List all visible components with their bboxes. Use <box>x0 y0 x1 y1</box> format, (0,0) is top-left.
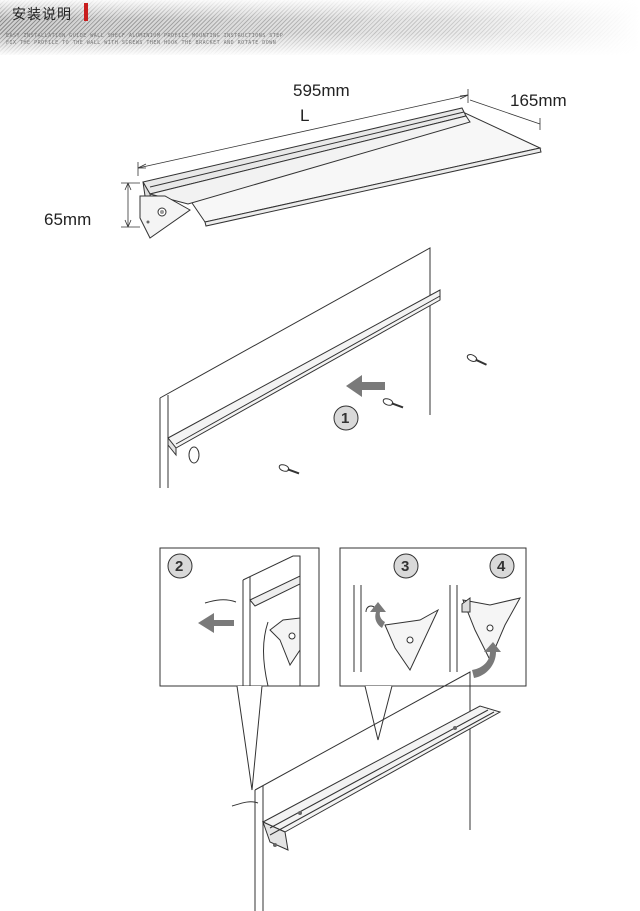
dimension-height: 65mm <box>44 210 91 229</box>
header-accent-bar <box>84 3 88 21</box>
dimension-length-symbol: L <box>300 106 309 125</box>
step-2-badge <box>167 553 193 579</box>
header-subtitle-1: EASY INSTALLATION GUIDE WALL SHELF ALUMI… <box>6 33 284 39</box>
step-1-number: 1 <box>341 410 349 427</box>
shelf-drawing <box>139 107 542 239</box>
screw-3 <box>278 464 300 475</box>
step-1-arrow-icon <box>346 375 385 397</box>
header-fade <box>0 0 640 55</box>
dimension-lines <box>121 89 541 228</box>
header-subtitle-2: FIX THE PROFILE TO THE WALL WITH SCREWS … <box>6 40 277 46</box>
step-3-badge <box>393 553 419 579</box>
dimension-length: 595mm <box>293 81 350 100</box>
header-title: 安装说明 <box>12 7 72 23</box>
callout-pointers <box>236 685 393 791</box>
step-2-panel: 2 <box>159 547 320 687</box>
step-4-arrow-icon <box>472 642 501 678</box>
step-3-number: 3 <box>401 558 409 575</box>
step-4-badge <box>489 553 515 579</box>
step-3-arrow-icon <box>370 602 386 628</box>
step-2-number: 2 <box>175 558 183 575</box>
screw-1 <box>466 354 487 366</box>
step-3-4-panel: 3 4 <box>339 547 527 687</box>
step-2-arrow-icon <box>198 613 234 633</box>
step-1-badge: 1 <box>333 405 359 431</box>
page-header: 安装说明 EASY INSTALLATION GUIDE WALL SHELF … <box>0 0 640 55</box>
step-1-drawing <box>159 247 487 488</box>
final-assembly-drawing <box>231 671 502 911</box>
dimension-depth: 165mm <box>510 91 567 110</box>
step-4-number: 4 <box>497 558 506 575</box>
screw-2 <box>382 398 404 409</box>
